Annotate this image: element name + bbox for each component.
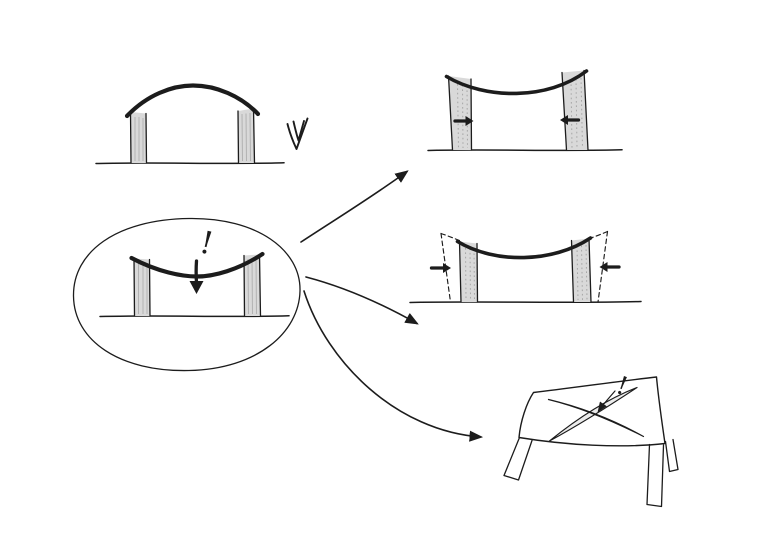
pointer-arrow <box>597 390 616 413</box>
inward-arrow-right-icon <box>599 262 621 272</box>
ground-line <box>99 315 290 318</box>
ground-line <box>409 300 642 304</box>
sagging-beam-curve <box>444 69 589 96</box>
connector-arrow-middle <box>305 276 419 325</box>
ground-line <box>95 162 285 165</box>
check-icon <box>286 117 309 150</box>
left-column <box>447 75 473 151</box>
connector-arrow-bottom <box>303 290 484 442</box>
sagging-beam-curve <box>455 236 593 260</box>
connector-arrow-top <box>300 170 409 243</box>
inward-arrow-left-icon <box>453 116 474 126</box>
arch-curve <box>124 83 261 119</box>
panel-arch-ok <box>95 83 309 165</box>
side-right-leg <box>664 438 679 473</box>
panel-table-problem: ! <box>503 370 679 508</box>
left-column <box>133 257 151 317</box>
connectors <box>300 170 484 442</box>
exclamation-mark: ! <box>612 370 631 401</box>
left-leg <box>503 436 533 481</box>
down-arrow-icon <box>189 259 204 294</box>
tabletop-outline <box>518 376 666 447</box>
exclamation-mark: ! <box>196 224 217 262</box>
ground-line <box>427 149 623 152</box>
left-column <box>129 111 148 164</box>
x-crease <box>547 386 645 442</box>
highlight-ellipse <box>72 217 301 372</box>
panel-problem: ! <box>72 217 301 372</box>
panel-solution-tilt <box>409 230 642 304</box>
front-right-leg <box>646 443 665 508</box>
right-column <box>237 107 256 164</box>
right-column <box>570 237 592 303</box>
panel-solution-push <box>427 69 623 152</box>
inward-arrow-right-icon <box>560 115 581 125</box>
table-legs <box>503 436 679 508</box>
left-column <box>458 240 479 303</box>
inward-arrow-left-icon <box>429 263 451 273</box>
